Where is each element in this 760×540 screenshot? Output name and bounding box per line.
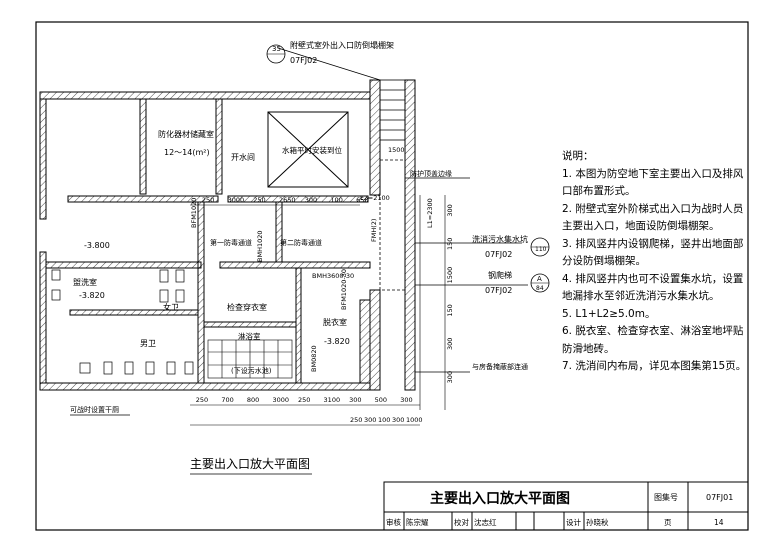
dim-label: 300 — [446, 338, 454, 350]
tb-page-label: 页 — [664, 518, 672, 527]
ref-right2-num: A — [537, 275, 542, 283]
tb-review-name: 陈宗耀 — [406, 517, 429, 527]
note-item: 7. 洗消间内布局，详见本图集第15页。 — [562, 360, 747, 372]
dim-label: 800 — [247, 396, 259, 404]
dim-label: 3000 — [272, 396, 289, 404]
title-block — [383, 481, 749, 531]
door-d2: BMH1020 — [256, 231, 264, 263]
tb-title: 主要出入口放大平面图 — [430, 490, 570, 507]
tb-check-name: 沈志红 — [474, 517, 497, 527]
dim-label: 3000 — [228, 196, 245, 204]
room-storage-area: 12～14(m²) — [164, 148, 210, 157]
ref-right1-atlas: 07FJ02 — [485, 250, 512, 259]
ref-right2-sub: 84 — [536, 285, 544, 292]
dim-label: 300 — [446, 204, 454, 216]
dim-label: 3100 — [324, 396, 341, 404]
dim-label: 300 — [446, 371, 454, 383]
ref-right1-num: 110 — [535, 246, 547, 253]
tb-design-label: 设计 — [566, 517, 581, 527]
plan-caption: 主要出入口放大平面图 — [190, 456, 310, 471]
dim-label: 100 — [378, 416, 390, 424]
room-sewage: (下设污水池) — [231, 366, 272, 375]
dim-label: 300 — [305, 196, 317, 204]
notes-block: 说明： 1. 本图为防空地下室主要出入口及排风口部布置形式。 2. 附壁式室外阶… — [562, 148, 752, 376]
note-item: 2. 附壁式室外阶梯式出入口为战时人员主要出入口，地面设防倒塌棚架。 — [562, 202, 744, 233]
door-d6: FMH(2) — [370, 219, 378, 242]
water-tank — [267, 111, 349, 188]
note-item: 3. 排风竖井内设钢爬梯，竖井出地面部分设防倒塌棚架。 — [562, 237, 744, 268]
note-item: 1. 本图为防空地下室主要出入口及排风口部布置形式。 — [562, 167, 744, 198]
dim-label: 300 — [400, 396, 412, 404]
note-item: 5. L1+L2≥5.0m。 — [562, 307, 656, 320]
room-airlock1: 第一防毒通道 — [210, 238, 252, 247]
dim-label: 300 — [392, 416, 404, 424]
ref-right2-atlas: 07FJ02 — [485, 286, 512, 295]
tb-review-label: 审核 — [386, 517, 401, 527]
dim-label: 700 — [221, 396, 233, 404]
room-undress-level: -3.820 — [324, 337, 350, 346]
tb-design-name: 孙晓秋 — [586, 517, 609, 527]
ref-top-atlas: 07FJ02 — [290, 56, 317, 65]
ref-right1-label: 洗消污水集水坑 — [472, 234, 528, 244]
dim-label: 500 — [375, 396, 387, 404]
door-d1: BFM1020 — [190, 198, 198, 228]
dim-label: 300 — [364, 416, 376, 424]
notes-heading: 说明： — [562, 150, 594, 162]
room-tank: 水箱平时安装到位 — [282, 145, 342, 155]
dim-label: 1500 — [446, 267, 454, 284]
dims-top: 250 3000 250 2650 300 100 650 — [202, 196, 369, 204]
tb-atlas-label: 图集号 — [654, 492, 678, 502]
dim-l2: L2=2100 — [360, 194, 390, 202]
tb-check-label: 校对 — [454, 517, 469, 527]
stair — [379, 79, 406, 291]
tb-page-value: 14 — [714, 518, 724, 527]
note-item: 4. 排风竖井内也可不设置集水坑，设置地漏排水至邻近洗消污水集水坑。 — [562, 272, 744, 303]
dim-label: 150 — [446, 238, 454, 250]
room-check: 检查穿衣室 — [227, 302, 267, 312]
ref-top-num: 35 — [272, 45, 281, 53]
dim-l1: L1=2300 — [426, 198, 434, 228]
note-item: 6. 脱衣室、检查穿衣室、淋浴室地坪贴防滑地砖。 — [562, 325, 744, 355]
leader-lines — [70, 47, 528, 416]
room-switch: 开水间 — [231, 152, 255, 162]
dim-label: 250 — [350, 416, 362, 424]
room-storage: 防化器材储藏室 — [158, 129, 214, 139]
dim-label: 250 — [298, 396, 310, 404]
toilet-fixtures — [51, 269, 194, 375]
room-undress: 脱衣室 — [323, 317, 347, 327]
ref-right2-label: 钢爬梯 — [488, 270, 512, 280]
room-women: 女卫 — [163, 302, 179, 312]
dims-bottom1: 250 700 800 3000 250 3100 300 500 300 — [196, 396, 413, 404]
shower-grid — [207, 339, 293, 379]
dim-label: 250 — [196, 396, 208, 404]
level-main: -3.800 — [84, 241, 110, 250]
dim-label: 1000 — [406, 416, 423, 424]
tb-atlas-value: 07FJ01 — [706, 493, 733, 502]
door-d4: BFM1020-30 — [340, 269, 348, 310]
dim-label: 250 — [202, 196, 214, 204]
room-men: 男卫 — [140, 339, 156, 348]
dim-label: 300 — [349, 396, 361, 404]
dim-label: 100 — [330, 196, 342, 204]
ref-top-label: 附壁式室外出入口防倒塌棚架 — [290, 40, 394, 50]
dim-1500: 1500 — [388, 146, 405, 154]
dims-right: 300 150 1500 150 300 300 — [446, 204, 454, 383]
room-wash-level: -3.820 — [79, 291, 105, 300]
dim-label: 250 — [253, 196, 265, 204]
guard-note: 防护顶盖边缘 — [410, 169, 452, 178]
dim-label: 150 — [446, 304, 454, 316]
dim-label: 2650 — [279, 196, 296, 204]
dim-label: 650 — [356, 196, 368, 204]
dimension-lines — [190, 195, 446, 426]
room-wash: 盥洗室 — [73, 277, 97, 287]
room-airlock2: 第二防毒通道 — [280, 238, 322, 247]
door-d3: BMH3600-30 — [312, 272, 354, 280]
conn-note: 与房备掩蔽部连通 — [472, 362, 528, 371]
room-shower: 淋浴室 — [238, 331, 261, 341]
war-note: 可战时设置干厕 — [70, 405, 119, 414]
walls — [39, 79, 416, 391]
door-d5: BM0820 — [310, 345, 318, 372]
